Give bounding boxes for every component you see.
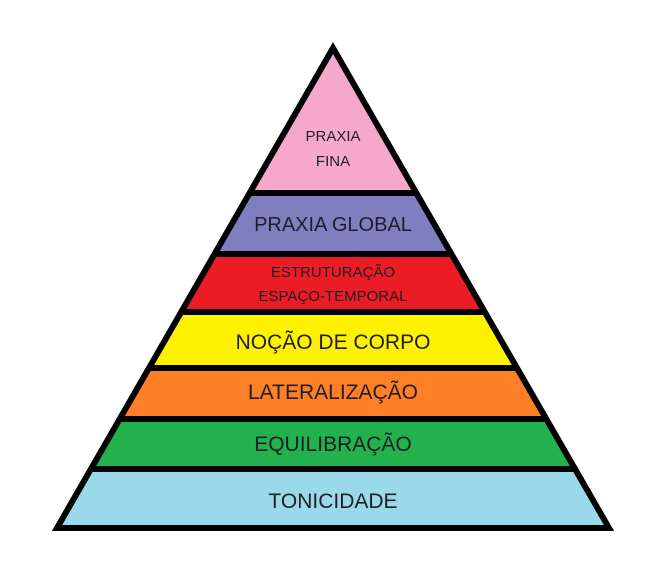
pyramid-level-3: ESTRUTURAÇÃO ESPAÇO-TEMPORAL: [181, 254, 485, 312]
pyramid-level-fill: [90, 419, 576, 469]
pyramid-level-1: PRAXIA FINA: [249, 48, 417, 193]
pyramid-level-label: PRAXIA: [305, 128, 360, 145]
pyramid-level-label: EQUILIBRAÇÃO: [254, 432, 412, 456]
pyramid-level-fill: [181, 254, 485, 312]
pyramid-level-label: ESTRUTURAÇÃO: [271, 264, 395, 281]
pyramid-outline: [51, 41, 615, 531]
pyramid-level-fill: [214, 193, 452, 254]
pyramid-level-5: LATERALIZAÇÃO: [119, 368, 547, 419]
pyramid-level-label: PRAXIA GLOBAL: [254, 214, 412, 236]
pyramid-level-fill: [149, 312, 517, 368]
pyramid-level-6: EQUILIBRAÇÃO: [90, 419, 576, 469]
pyramid-level-fill: [249, 48, 417, 193]
pyramid-level-label: TONICIDADE: [268, 490, 397, 513]
pyramid-level-label: FINA: [316, 153, 350, 170]
pyramid-level-4: NOÇÃO DE CORPO: [149, 312, 517, 368]
pyramid-level-7: TONICIDADE: [57, 469, 609, 528]
pyramid-level-2: PRAXIA GLOBAL: [214, 193, 452, 254]
pyramid-level-label: NOÇÃO DE CORPO: [236, 330, 431, 354]
pyramid-level-label: ESPAÇO-TEMPORAL: [259, 288, 408, 305]
pyramid-level-label: LATERALIZAÇÃO: [248, 380, 418, 404]
pyramid-level-fill: [57, 469, 609, 528]
pyramid-level-fill: [119, 368, 547, 419]
